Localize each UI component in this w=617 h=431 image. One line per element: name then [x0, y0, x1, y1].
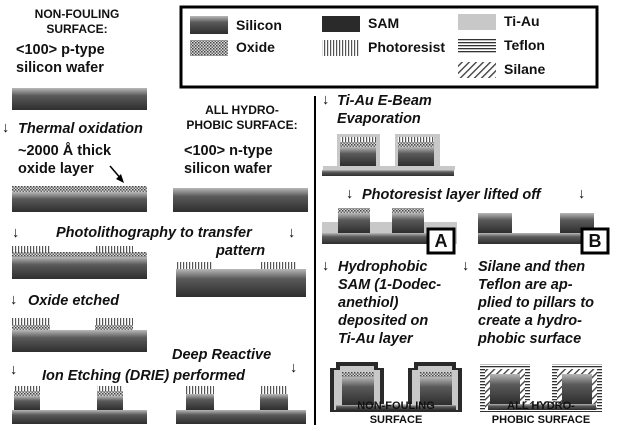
liftoff-a-stack	[322, 208, 457, 244]
step-oxide-etched: Oxide etched	[28, 293, 120, 309]
oxide-desc-line2: oxide layer	[18, 161, 94, 177]
n-drie-pillar-left	[186, 394, 214, 410]
label-b-box	[580, 227, 610, 255]
left-title-line1: NON-FOULING	[34, 7, 120, 21]
arrow-down-icon: ↓	[290, 360, 298, 376]
oxide-pointer-head	[116, 174, 124, 183]
n-drie-pillar-right	[260, 394, 288, 410]
etched-silicon	[12, 330, 147, 352]
wafer-p-oxide-layer	[12, 186, 147, 192]
drie-pillar-right	[97, 396, 123, 410]
n-drie-base	[176, 410, 306, 424]
step-tiau-line1: Ti-Au E-Beam	[337, 93, 432, 109]
label-b: B	[588, 231, 602, 251]
legend-label-sam: SAM	[368, 15, 400, 31]
n-drie-pr-left	[186, 386, 214, 394]
drie-pr-left	[14, 386, 40, 391]
caption-a-line2: SURFACE	[369, 414, 423, 426]
legend-label-teflon: Teflon	[504, 37, 545, 53]
arrow-down-icon: ↓	[12, 225, 20, 241]
photolith-pr-left	[12, 246, 50, 252]
arrow-down-icon: ↓	[10, 362, 18, 378]
caption-b-line2: PHOBIC SURFACE	[491, 414, 591, 426]
arrow-down-icon: ↓	[322, 258, 330, 274]
left-wafer-line2: silicon wafer	[16, 60, 104, 76]
middle-wafer-line1: <100> n-type	[184, 143, 273, 159]
label-a-box	[426, 227, 456, 255]
step-thermal-oxidation: Thermal oxidation	[18, 121, 143, 137]
oxide-desc-line1: ~2000 Å thick	[18, 143, 112, 159]
silane-line3: plied to pillars to	[478, 295, 595, 311]
liftoff-b-stack	[478, 213, 594, 244]
legend-swatch-tiau	[458, 14, 496, 30]
legend-swatch-sam	[322, 16, 360, 32]
hydrophobic-line2: SAM (1-Dodec-	[338, 277, 442, 293]
step-deep-reactive: Deep Reactive	[172, 347, 272, 363]
legend-swatch-silicon	[190, 16, 228, 34]
silane-line1: Silane and then	[478, 259, 586, 275]
arrow-down-icon: ↓	[2, 120, 10, 136]
wafer-p-oxidized	[12, 192, 147, 212]
drie-oxide-left	[14, 391, 40, 396]
hydrophobic-line4: deposited on	[338, 313, 429, 329]
arrow-down-icon: ↓	[288, 225, 296, 241]
arrow-down-icon: ↓	[322, 92, 330, 108]
wafer-n-bare	[173, 188, 308, 212]
step-ion-etching: Ion Etching (DRIE) performed	[42, 368, 245, 384]
n-pr-left	[176, 262, 212, 269]
caption-a-line1: NON-FOULING	[357, 400, 435, 412]
label-a: A	[434, 231, 448, 251]
legend-swatch-photoresist	[322, 40, 360, 56]
n-pr-right	[260, 262, 296, 269]
n-drie-pr-right	[260, 386, 288, 394]
drie-pillar-left	[14, 396, 40, 410]
left-wafer-line1: <100> p-type	[16, 42, 105, 58]
step-liftoff: Photoresist layer lifted off	[362, 187, 541, 203]
drie-pr-right	[97, 386, 123, 391]
hydrophobic-line1: Hydrophobic	[338, 259, 428, 275]
tiau-evaporation-stack	[322, 134, 455, 176]
step-photolithography-cont: pattern	[216, 243, 266, 259]
legend-swatch-teflon	[458, 38, 496, 54]
etched-pr-right	[95, 318, 133, 325]
arrow-down-icon: ↓	[462, 258, 470, 274]
teflon-final-stack	[480, 364, 602, 412]
legend-label-silane: Silane	[504, 61, 546, 77]
step-tiau-line2: Evaporation	[337, 111, 421, 127]
arrow-down-icon: ↓	[346, 186, 354, 202]
sam-final-stack	[330, 362, 462, 412]
hydrophobic-line5: Ti-Au layer	[338, 331, 413, 347]
photolith-pr-right	[95, 246, 133, 252]
silane-line2: Teflon are ap-	[478, 277, 573, 293]
etched-oxide-left	[12, 325, 50, 330]
caption-b-line1: ALL HYDRO-	[507, 400, 575, 412]
arrow-down-icon: ↓	[578, 186, 586, 202]
step-photolithography: Photolithography to transfer	[56, 225, 252, 241]
legend-label-oxide: Oxide	[236, 39, 275, 55]
silane-line5: phobic surface	[478, 331, 582, 347]
etched-pr-left	[12, 318, 50, 325]
wafer-p-bare	[12, 88, 147, 110]
legend-box	[179, 5, 599, 89]
legend-swatch-silane	[458, 62, 496, 78]
drie-oxide-right	[97, 391, 123, 396]
legend-swatch-oxide	[190, 40, 228, 56]
legend-label-photoresist: Photoresist	[368, 39, 446, 55]
wafer-n-photolith	[176, 269, 306, 297]
middle-title-line2: PHOBIC SURFACE:	[186, 118, 298, 132]
arrow-down-icon: ↓	[10, 292, 18, 308]
photolith-silicon	[12, 257, 147, 279]
middle-wafer-line2: silicon wafer	[184, 161, 272, 177]
left-title-line2: SURFACE:	[46, 22, 108, 36]
legend-label-tiau: Ti-Au	[504, 13, 540, 29]
drie-base	[12, 410, 147, 424]
etched-oxide-right	[95, 325, 133, 330]
silane-line4: create a hydro-	[478, 313, 582, 329]
legend-label-silicon: Silicon	[236, 17, 282, 33]
photolith-oxide	[12, 252, 147, 257]
middle-title-line1: ALL HYDRO-	[205, 103, 279, 117]
hydrophobic-line3: anethiol)	[338, 295, 399, 311]
